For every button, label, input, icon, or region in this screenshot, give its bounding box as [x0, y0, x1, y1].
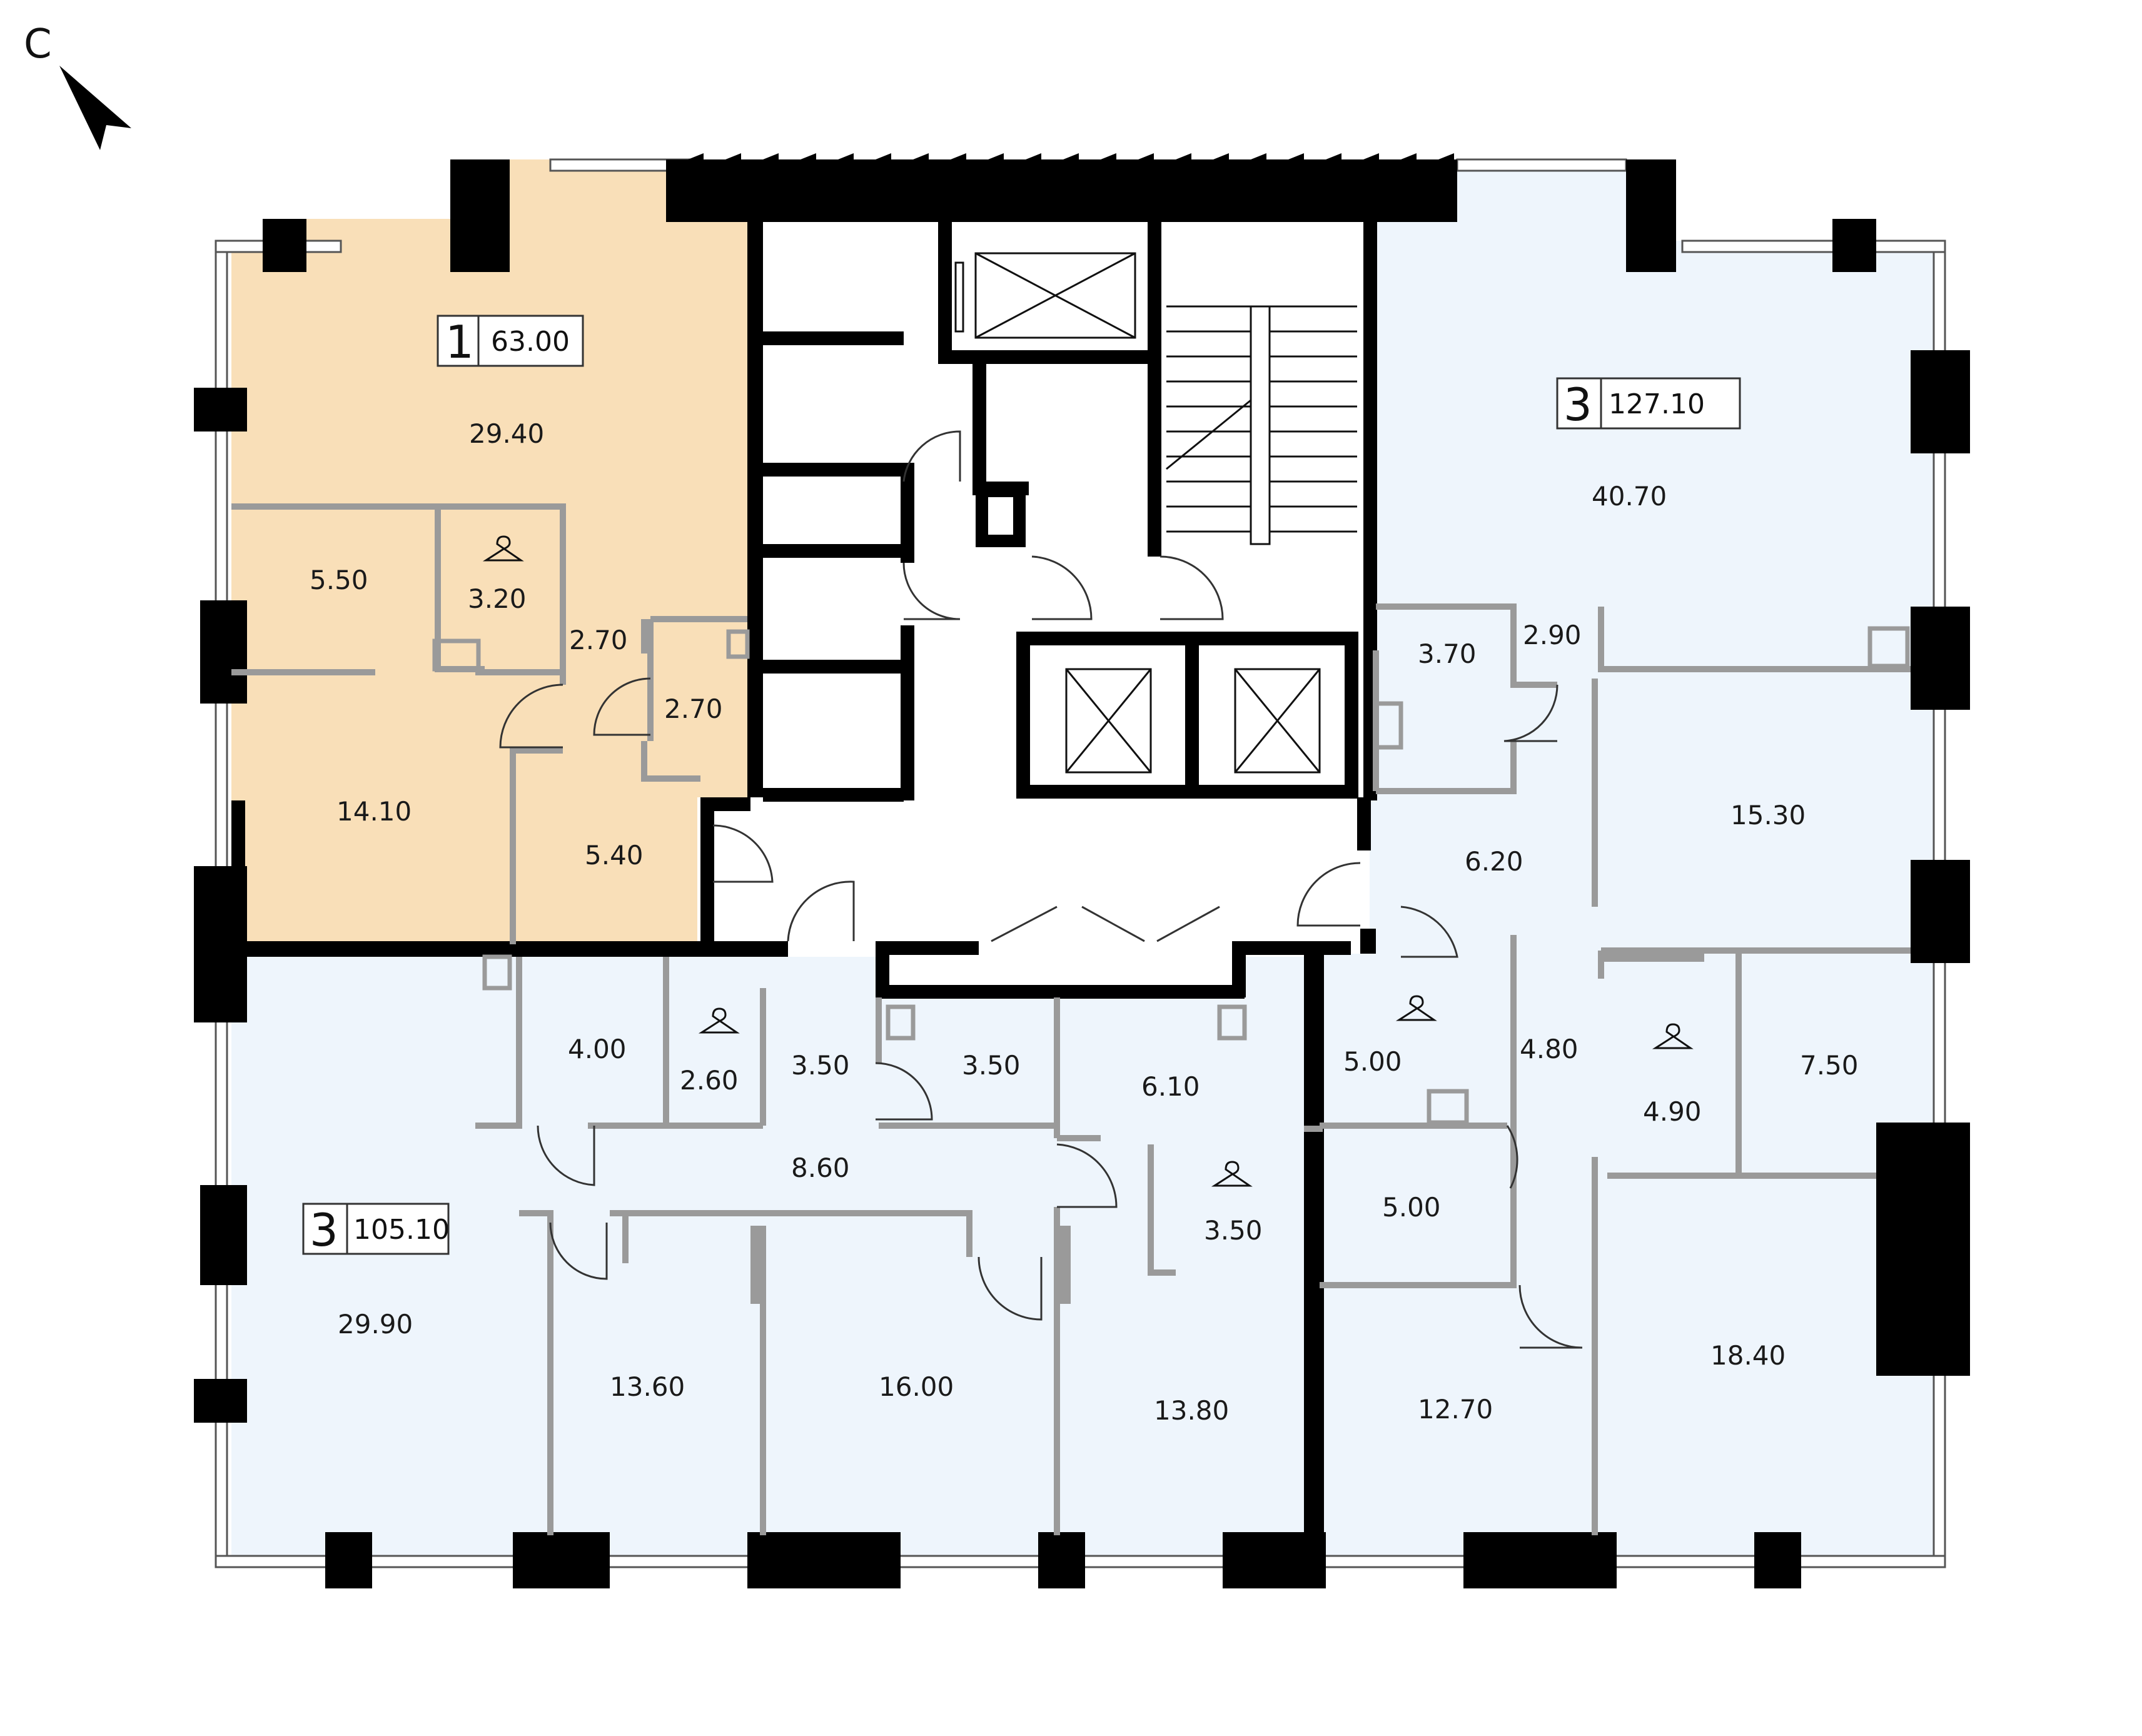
total-area: 105.10: [353, 1214, 450, 1246]
party-walls: [231, 800, 1324, 1538]
room-area: 5.40: [585, 840, 644, 871]
compass: С: [24, 21, 131, 150]
room-area: 14.10: [336, 796, 412, 827]
room-area: 3.50: [791, 1050, 850, 1081]
room-area: 3.50: [1204, 1215, 1263, 1246]
room-area: 7.50: [1800, 1050, 1859, 1081]
hanger-icon: [698, 1007, 740, 1034]
room-area: 16.00: [879, 1371, 954, 1402]
room-area: 2.70: [569, 625, 628, 655]
north-label: С: [24, 21, 52, 68]
room-area: 6.10: [1141, 1071, 1200, 1102]
room-area: 15.30: [1730, 800, 1806, 830]
hanger-icon: [1652, 1023, 1694, 1049]
hanger-icon: [1211, 1161, 1253, 1187]
room-area: 12.70: [1418, 1394, 1493, 1425]
room-labels: 29.40 5.50 3.20 2.70 2.70 14.10 5.40 40.…: [310, 418, 1859, 1426]
elevator-icon: [1065, 668, 1152, 774]
apartment-1-area: [225, 159, 750, 944]
room-count: 3: [1564, 378, 1592, 431]
apartment-badge-1: 1 63.00: [437, 315, 584, 368]
room-area: 4.90: [1643, 1096, 1702, 1127]
staircase: [1166, 305, 1357, 545]
core-doors: [712, 430, 1361, 942]
room-area: 6.20: [1465, 846, 1523, 877]
room-area: 13.60: [610, 1371, 685, 1402]
room-area: 4.80: [1520, 1034, 1579, 1064]
room-area: 5.00: [1382, 1192, 1441, 1223]
apartment-badge-3-right: 3 127.10: [1556, 377, 1741, 431]
room-count: 3: [310, 1204, 338, 1256]
total-area: 127.10: [1609, 388, 1705, 420]
elevator-icon: [1234, 668, 1321, 774]
total-area: 63.00: [491, 326, 570, 358]
room-area: 29.40: [469, 418, 544, 449]
room-count: 1: [445, 316, 474, 368]
room-area: 3.70: [1418, 638, 1477, 669]
apartment-3-bottom-area: [231, 957, 1323, 1563]
apartment-badge-3-bottom: 3 105.10: [302, 1203, 450, 1256]
north-arrow-icon: [59, 66, 131, 150]
lobby-double-door: [991, 906, 1220, 942]
room-area: 3.20: [468, 583, 527, 614]
apartment-doors: [499, 677, 1583, 1349]
room-area: 13.80: [1154, 1395, 1229, 1426]
room-area: 2.70: [664, 694, 723, 724]
room-area: 4.00: [568, 1034, 627, 1064]
room-area: 5.00: [1343, 1046, 1402, 1077]
room-area: 5.50: [310, 565, 368, 595]
room-area: 40.70: [1592, 481, 1667, 512]
building-core: [700, 219, 1377, 999]
room-area: 2.60: [680, 1065, 739, 1096]
partitions: [231, 503, 1911, 1535]
apartment-3-right-area: [1323, 159, 1942, 1563]
room-area: 18.40: [1710, 1340, 1786, 1371]
hanger-icon: [1395, 995, 1437, 1021]
exterior-walls: [194, 153, 1970, 1588]
room-area: 8.60: [791, 1153, 850, 1183]
hanger-icon: [482, 535, 524, 562]
room-area: 29.90: [338, 1309, 413, 1340]
room-area: 2.90: [1523, 620, 1582, 650]
room-area: 3.50: [962, 1050, 1021, 1081]
